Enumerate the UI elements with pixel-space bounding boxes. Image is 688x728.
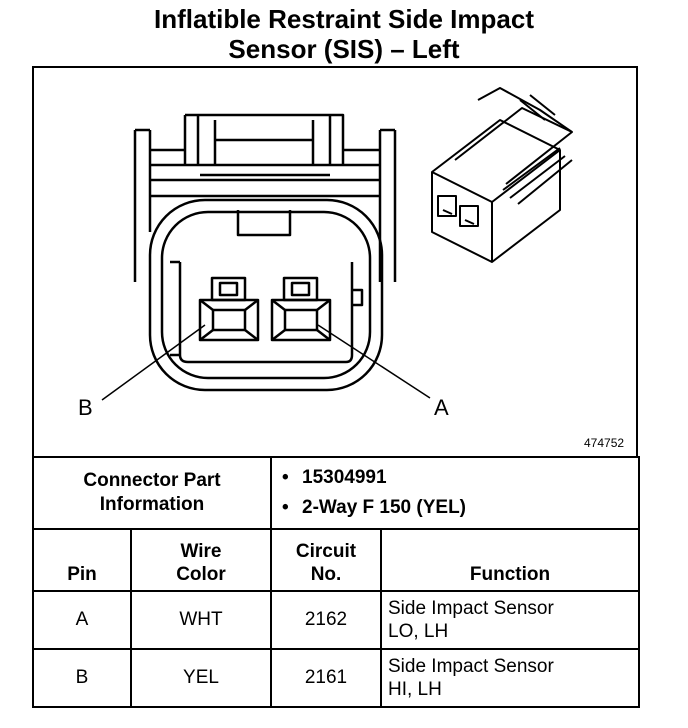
page-title-line-2: Sensor (SIS) – Left [228,34,460,64]
wire-color-cell: YEL [130,648,272,708]
connector-part-label-line-2: Information [99,494,205,515]
col-head-wire-color: Wire Color [130,528,272,592]
col-head-wire-label-1: Wire [180,541,222,562]
connector-lock-tab [133,113,397,282]
leader-line-a [317,324,431,399]
connector-part-row: Connector Part Information 15304991 2-Wa… [32,456,641,530]
pin-cell: B [32,648,132,708]
connector-type: 2-Way F 150 (YEL) [302,493,638,523]
function-line-1: Side Impact Sensor [388,656,554,677]
col-head-pin-label: Pin [67,564,97,585]
connector-part-values: 15304991 2-Way F 150 (YEL) [269,456,641,530]
connector-part-label-line-1: Connector Part [83,470,221,491]
function-line-2: HI, LH [388,679,442,700]
col-head-wire-label-2: Color [176,564,226,585]
wire-color-cell: WHT [130,590,272,650]
pin-cell: A [32,590,132,650]
pin-label-a: A [434,395,449,420]
col-head-circuit-label-2: No. [310,564,342,585]
connector-info-table: Connector Part Information 15304991 2-Wa… [32,456,641,708]
page-title-line-1: Inflatible Restraint Side Impact [154,4,534,34]
figure-number: 474752 [584,436,625,450]
function-line-2: LO, LH [388,621,449,642]
col-head-function-label: Function [469,564,551,585]
connector-outer-shell [148,198,384,392]
terminal-cavity-b [198,276,260,342]
connector-iso-view [431,87,573,263]
function-cell: Side Impact Sensor LO, LH [379,590,641,650]
terminal-cavity-a [270,276,332,342]
table-row: B YEL 2161 Side Impact Sensor HI, LH [32,648,641,708]
part-number: 15304991 [302,463,638,493]
function-line-1: Side Impact Sensor [388,598,554,619]
col-head-circuit: Circuit No. [270,528,382,592]
col-head-pin: Pin [32,528,132,592]
circuit-cell: 2162 [270,590,382,650]
circuit-cell: 2161 [270,648,382,708]
function-cell: Side Impact Sensor HI, LH [379,648,641,708]
col-head-function: Function [379,528,641,592]
column-header-row: Pin Wire Color Circuit No. Function [32,528,641,592]
table-row: A WHT 2162 Side Impact Sensor LO, LH [32,590,641,650]
leader-line-b [101,324,206,401]
col-head-circuit-label-1: Circuit [295,541,357,562]
connector-part-label: Connector Part Information [32,456,272,530]
pin-label-b: B [78,395,93,420]
